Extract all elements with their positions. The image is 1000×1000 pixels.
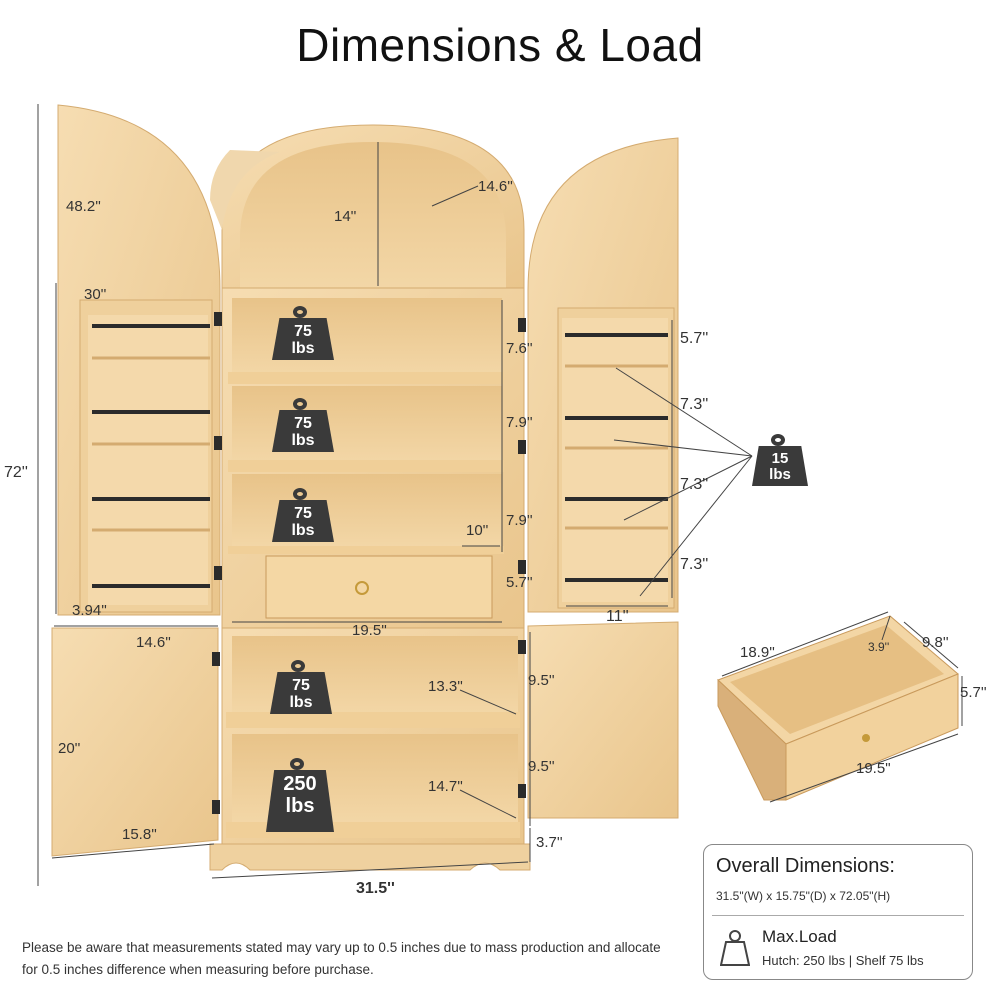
dim-drawer-inner: 3.9'' bbox=[868, 640, 890, 654]
dim-drawer-width: 19.5" bbox=[856, 760, 891, 777]
dim-drawer-height: 5.7'' bbox=[960, 684, 987, 701]
dim-shelf-gap-2: 7.9'' bbox=[506, 414, 533, 431]
left-door-lower bbox=[51, 627, 219, 857]
dim-right-gap-3: 7.3'' bbox=[680, 556, 709, 573]
dim-right-top: 5.7'' bbox=[680, 330, 709, 347]
drawer-illustration bbox=[717, 615, 959, 801]
dim-inner-depth: 10'' bbox=[466, 522, 489, 539]
dim-door-lower-height: 20'' bbox=[58, 740, 81, 757]
dim-total-height: 72'' bbox=[4, 464, 28, 481]
dim-drawer-length: 18.9'' bbox=[740, 644, 775, 661]
weight-icon bbox=[720, 930, 750, 966]
dim-right-width: 11'' bbox=[606, 608, 629, 625]
page-title: Dimensions & Load bbox=[296, 19, 704, 71]
weight-icon bbox=[291, 660, 305, 672]
divider bbox=[712, 915, 964, 916]
dim-door-upper-top: 30'' bbox=[84, 286, 107, 303]
weight-icon bbox=[771, 434, 785, 446]
dim-base-height: 3.7'' bbox=[536, 834, 563, 851]
dim-arch-depth: 14.6'' bbox=[478, 178, 513, 195]
dim-shelf-gap-3: 7.9'' bbox=[506, 512, 533, 529]
dim-lower-gap-1: 9.5'' bbox=[528, 672, 555, 689]
right-door-upper bbox=[527, 137, 679, 613]
dimension-lines bbox=[37, 104, 963, 886]
dim-drawer-gap: 5.7'' bbox=[506, 574, 533, 591]
dim-door-lower-width: 15.8'' bbox=[122, 826, 157, 843]
cabinet-body bbox=[209, 124, 531, 871]
right-door-lower bbox=[527, 621, 679, 819]
max-load-label: Max.Load bbox=[762, 927, 837, 946]
left-door-upper bbox=[57, 104, 221, 616]
dim-right-gap-2: 7.3'' bbox=[680, 476, 709, 493]
disclaimer-text: Please be aware that measurements stated… bbox=[22, 940, 661, 977]
dim-door-shelf-depth: 3.94'' bbox=[72, 602, 107, 619]
overall-dimensions-spec: 31.5"(W) x 15.75"(D) x 72.05"(H) bbox=[716, 889, 891, 903]
dim-lower-gap-2: 9.5'' bbox=[528, 758, 555, 775]
weight-icon bbox=[290, 758, 304, 770]
dim-shelf-gap-1: 7.6'' bbox=[506, 340, 533, 357]
overall-dimensions-box: Overall Dimensions: 31.5"(W) x 15.75"(D)… bbox=[703, 844, 973, 980]
weight-icon bbox=[293, 306, 307, 318]
max-load-value: Hutch: 250 lbs | Shelf 75 lbs bbox=[762, 953, 924, 968]
hinges bbox=[212, 312, 526, 814]
weight-icon bbox=[293, 398, 307, 410]
dim-inner-width: 19.5'' bbox=[352, 622, 387, 639]
dim-drawer-depth: 9.8'' bbox=[922, 634, 949, 651]
dim-lower-depth-1: 13.3'' bbox=[428, 678, 463, 695]
dim-lower-depth-2: 14.7'' bbox=[428, 778, 463, 795]
weight-icon bbox=[293, 488, 307, 500]
dim-right-gap-1: 7.3'' bbox=[680, 396, 709, 413]
dim-overall-width: 31.5'' bbox=[356, 880, 395, 897]
dim-door-arch-height: 48.2'' bbox=[66, 198, 101, 215]
overall-dimensions-heading: Overall Dimensions: bbox=[716, 855, 895, 877]
dim-door-upper-width: 14.6'' bbox=[136, 634, 171, 651]
dim-arch-inner-height: 14'' bbox=[334, 208, 357, 225]
